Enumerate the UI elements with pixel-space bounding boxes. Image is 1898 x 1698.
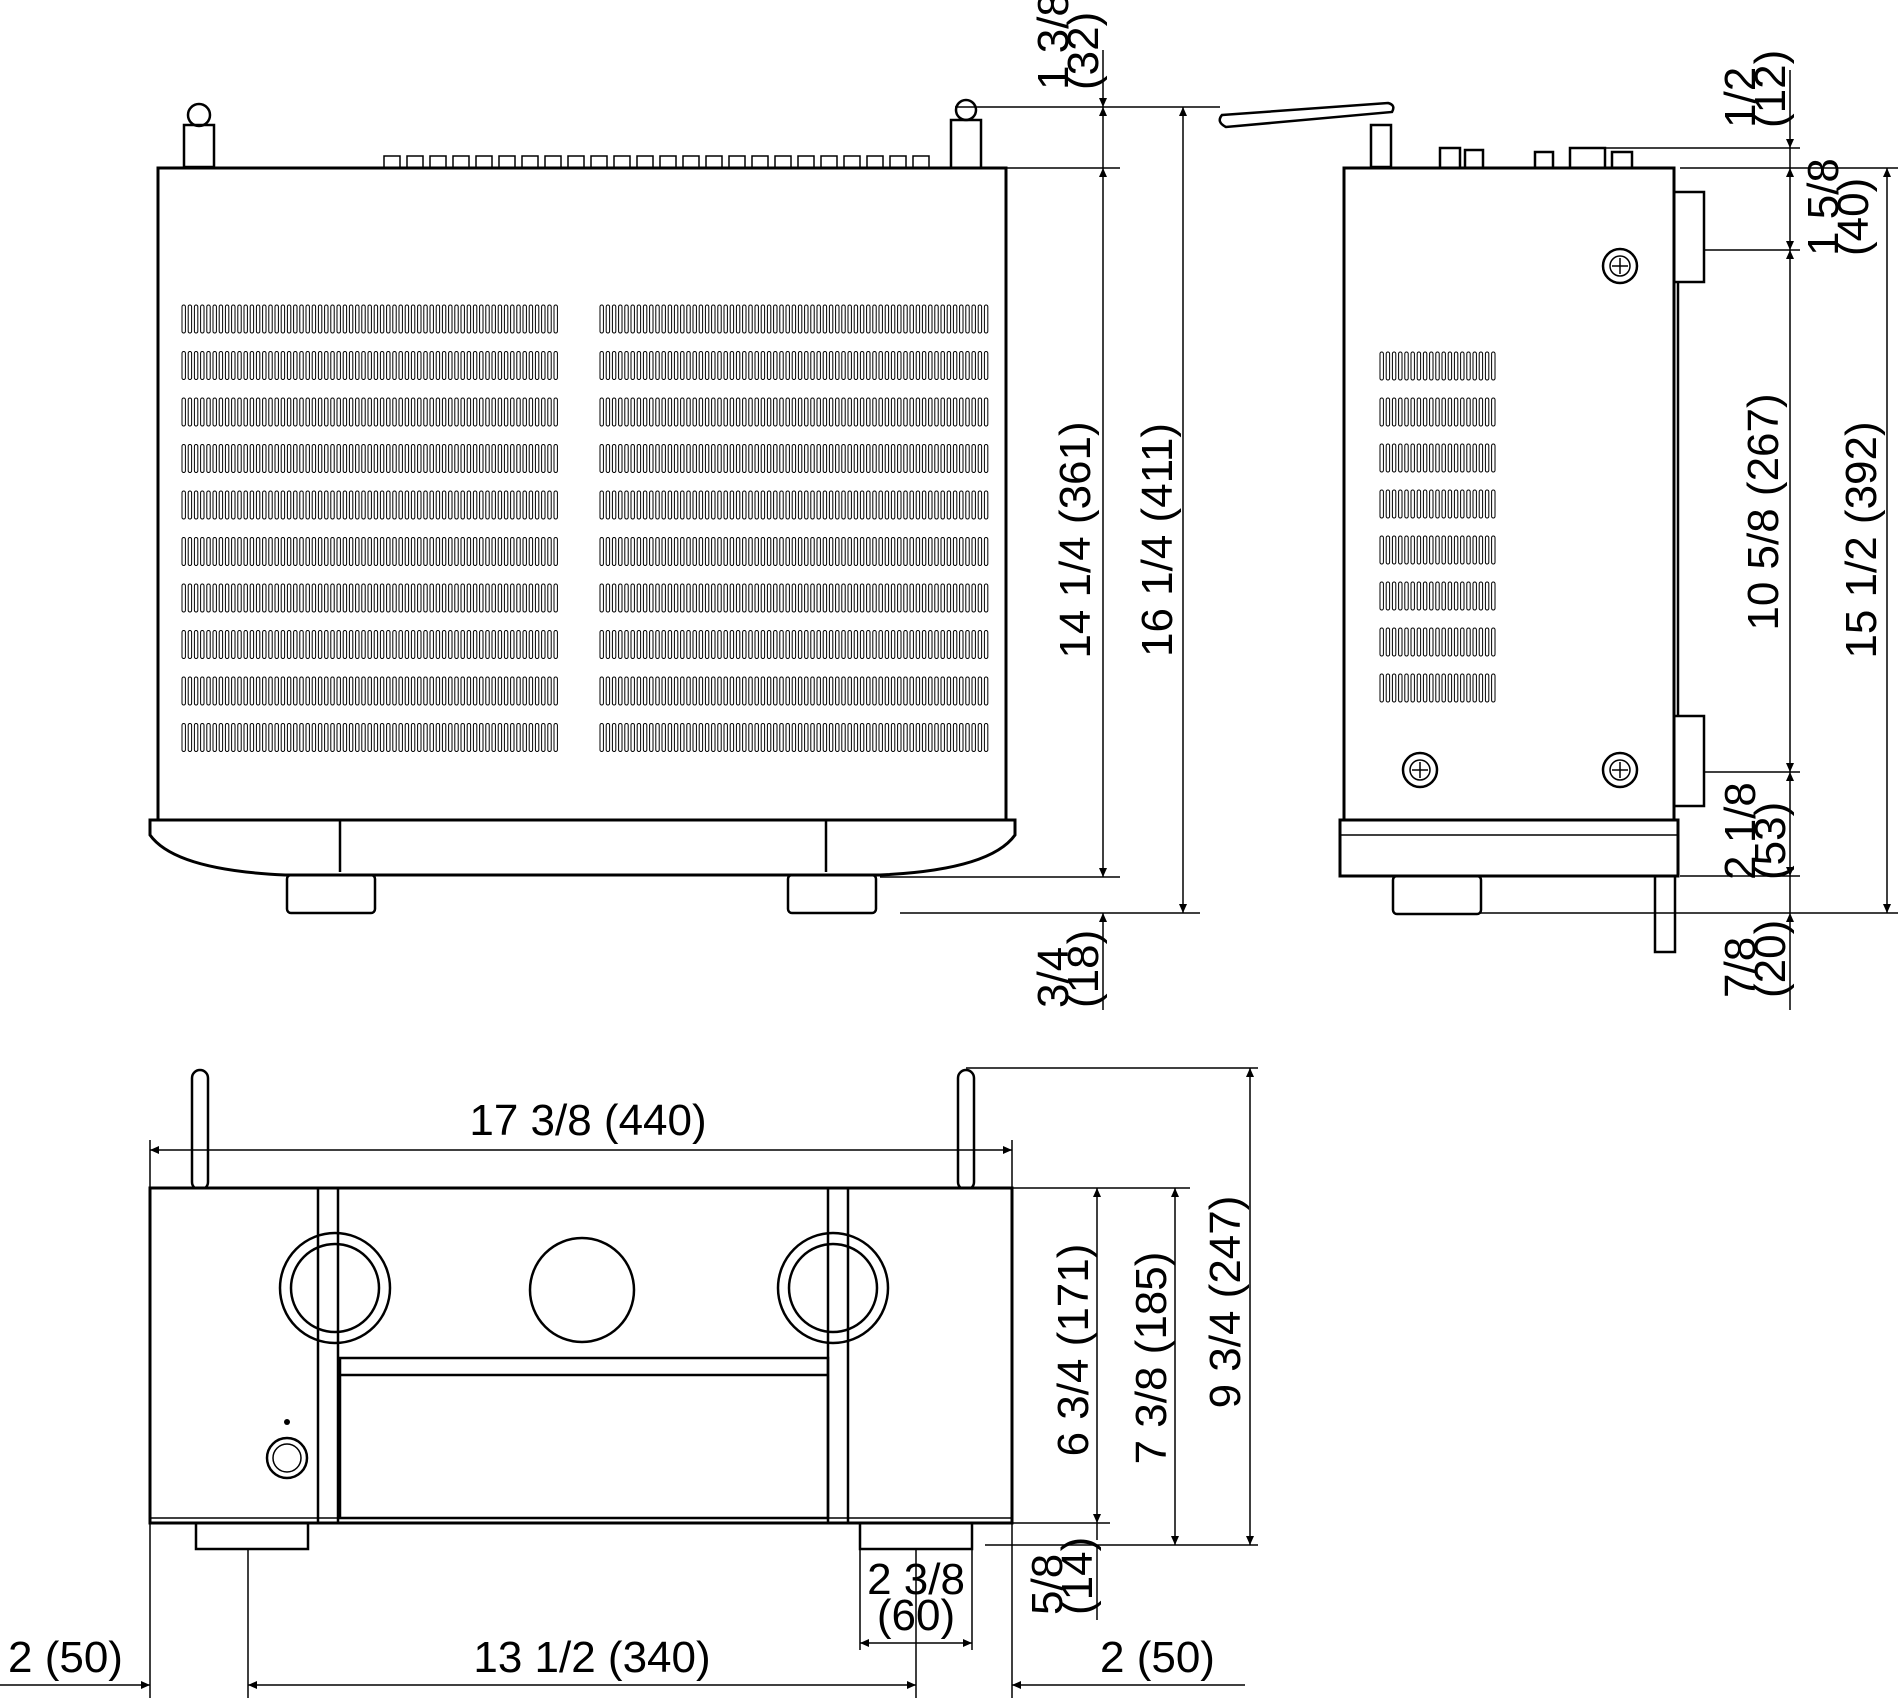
knob-right (776, 1231, 890, 1345)
screw-icon (1601, 247, 1639, 285)
dim-knob-bottom: (20) (1746, 920, 1795, 998)
dim-front-body-height: 6 3/4 (171) (1049, 1244, 1098, 1457)
front-door (338, 1356, 830, 1520)
left-antenna-front (190, 1068, 210, 1192)
front-panel-top (148, 818, 1017, 877)
dim-front-width: 17 3/8 (440) (469, 1096, 706, 1145)
side-knob (1653, 874, 1677, 954)
dim-top-total-depth: 16 1/4 (411) (1133, 423, 1182, 657)
foot-right-top (786, 873, 878, 915)
dim-rear-top: 1 5/8 (1799, 158, 1848, 256)
ventilation-grille-top (181, 304, 989, 752)
dim-foot-spacing: 13 1/2 (340) (473, 1633, 710, 1682)
dim-front-bottom: (53) (1746, 802, 1795, 880)
dim-side-total-depth: 15 1/2 (392) (1837, 421, 1886, 658)
side-foot (1391, 874, 1483, 916)
dim-right-offset: 2 (50) (1100, 1633, 1215, 1682)
dim-knob-top: 7/8 (1716, 937, 1765, 998)
dim-antenna-top: 1/2 (1716, 67, 1765, 128)
foot-right-front (858, 1521, 974, 1551)
knob-left (278, 1231, 392, 1345)
headphone-jack (265, 1436, 309, 1480)
dim-foot-width-bottom: (60) (877, 1591, 955, 1640)
foot-left-front (194, 1521, 310, 1551)
screw-icon (1601, 751, 1639, 789)
dim-foot-protrusion-top: 3/4 (1029, 947, 1078, 1008)
left-antenna-top (182, 102, 216, 169)
dim-foot-width-top: 2 3/8 (867, 1555, 965, 1604)
dim-foot-height-bottom: (14) (1053, 1537, 1102, 1615)
foot-left-top (285, 873, 377, 915)
dimension-labels: 1 3/8 (32) 14 1/4 (361) 16 1/4 (411) 3/4… (8, 0, 1886, 1682)
dimension-lines (0, 50, 1898, 1698)
dim-rear-bottom: (40) (1829, 178, 1878, 256)
dim-foot-protrusion-bottom: (18) (1059, 930, 1108, 1008)
dim-foot-height-top: 5/8 (1023, 1554, 1072, 1615)
dim-top-depth: 14 1/4 (361) (1051, 421, 1100, 658)
indicator-dot (284, 1419, 290, 1425)
dim-side-body-depth: 10 5/8 (267) (1739, 393, 1788, 630)
side-antenna (1218, 101, 1395, 169)
right-antenna-top (949, 98, 983, 170)
dim-rear-protrusion-bottom: (32) (1059, 12, 1108, 90)
dim-front-total-height: 9 3/4 (247) (1201, 1196, 1250, 1409)
right-antenna-front (956, 1068, 976, 1192)
dim-front-top: 2 1/8 (1716, 782, 1765, 880)
screw-icon (1401, 751, 1439, 789)
ventilation-grille-side (1379, 351, 1496, 703)
top-view (148, 98, 1017, 915)
dim-rear-protrusion-top: 1 3/8 (1029, 0, 1078, 90)
dim-left-offset: 2 (50) (8, 1633, 123, 1682)
dim-front-height-feet: 7 3/8 (185) (1127, 1252, 1176, 1465)
rear-connectors (383, 155, 930, 169)
front-view (148, 1068, 1014, 1551)
knob-center (528, 1236, 636, 1344)
dim-antenna-bottom: (12) (1746, 50, 1795, 128)
side-view (1218, 101, 1706, 954)
side-front-bezel (1338, 818, 1680, 878)
front-chassis (148, 1186, 1014, 1525)
